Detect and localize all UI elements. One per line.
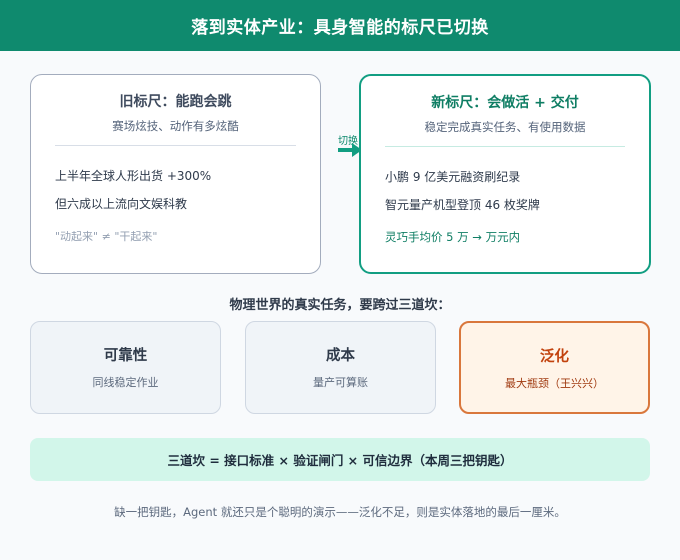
header-bar: 落到实体产业：具身智能的标尺已切换: [0, 0, 680, 51]
old-card-title: 旧标尺：能跑会跳: [119, 94, 232, 110]
pit-desc: 同线稳定作业: [92, 376, 159, 389]
page-title: 落到实体产业：具身智能的标尺已切换: [191, 18, 489, 38]
old-card-line-note: "动起来" ≠ "干起来": [55, 230, 158, 243]
new-standard-card: 新标尺：会做活 + 交付 稳定完成真实任务、有使用数据 小鹏 9 亿美元融资刷纪…: [359, 74, 651, 274]
new-card-line-medals: 智元量产机型登顶 46 枚奖牌: [385, 198, 540, 212]
pit-card-cost: 成本 量产可算账: [245, 321, 436, 414]
old-card-line-usage: 但六成以上流向文娱科教: [55, 197, 188, 211]
pits-section-title: 物理世界的真实任务，要跨过三道坎：: [229, 298, 451, 313]
pit-card-generalization: 泛化 最大瓶颈（王兴兴）: [459, 321, 650, 414]
pit-desc: 最大瓶颈（王兴兴）: [505, 377, 604, 390]
pit-name: 成本: [326, 348, 355, 364]
footer-note: 缺一把钥匙，Agent 就还只是个聪明的演示——泛化不足，则是实体落地的最后一厘…: [114, 505, 566, 519]
right-arrow-icon: [338, 143, 362, 157]
old-card-subtitle: 赛场炫技、动作有多炫酷: [112, 119, 239, 133]
old-card-line-shipments: 上半年全球人形出货 +300%: [55, 169, 212, 183]
new-card-subtitle: 稳定完成真实任务、有使用数据: [424, 120, 586, 134]
new-card-line-funding: 小鹏 9 亿美元融资刷纪录: [385, 170, 521, 184]
pit-desc: 量产可算账: [313, 376, 368, 389]
switch-label: 切换: [338, 136, 358, 147]
formula-banner: 三道坎 = 接口标准 × 验证闸门 × 可信边界（本周三把钥匙）: [30, 438, 650, 481]
old-card-divider: [55, 145, 296, 146]
new-card-divider: [385, 146, 625, 147]
pit-name: 泛化: [540, 349, 569, 365]
pit-name: 可靠性: [103, 348, 148, 364]
formula-text: 三道坎 = 接口标准 × 验证闸门 × 可信边界（本周三把钥匙）: [167, 453, 513, 468]
new-card-title: 新标尺：会做活 + 交付: [431, 95, 579, 111]
new-card-line-price: 灵巧手均价 5 万 → 万元内: [385, 230, 521, 244]
pit-card-reliability: 可靠性 同线稳定作业: [30, 321, 221, 414]
old-standard-card: 旧标尺：能跑会跳 赛场炫技、动作有多炫酷 上半年全球人形出货 +300% 但六成…: [30, 74, 321, 274]
